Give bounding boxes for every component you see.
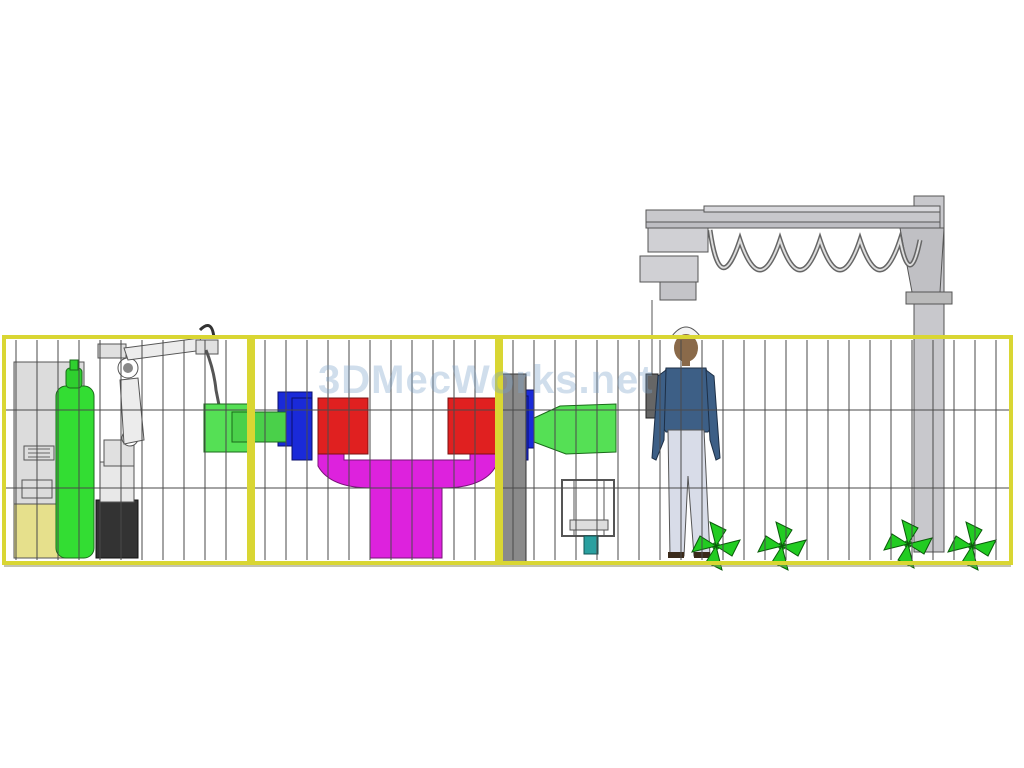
safety-fence-frame — [2, 335, 1013, 565]
operator-figure-icon — [651, 326, 721, 558]
safety-fence-bars — [4, 340, 1011, 560]
welding-robot-icon — [95, 324, 224, 559]
cooling-fan-icon — [691, 521, 741, 571]
gas-cylinder-icon — [55, 359, 95, 559]
turntable-positioner-icon — [203, 373, 617, 563]
hanging-fixture-icon — [561, 479, 615, 555]
cooling-fan-icon — [757, 521, 807, 571]
cooling-fan-icon — [947, 521, 997, 571]
cooling-fan-icon — [883, 519, 933, 569]
jib-crane-icon — [645, 195, 953, 553]
